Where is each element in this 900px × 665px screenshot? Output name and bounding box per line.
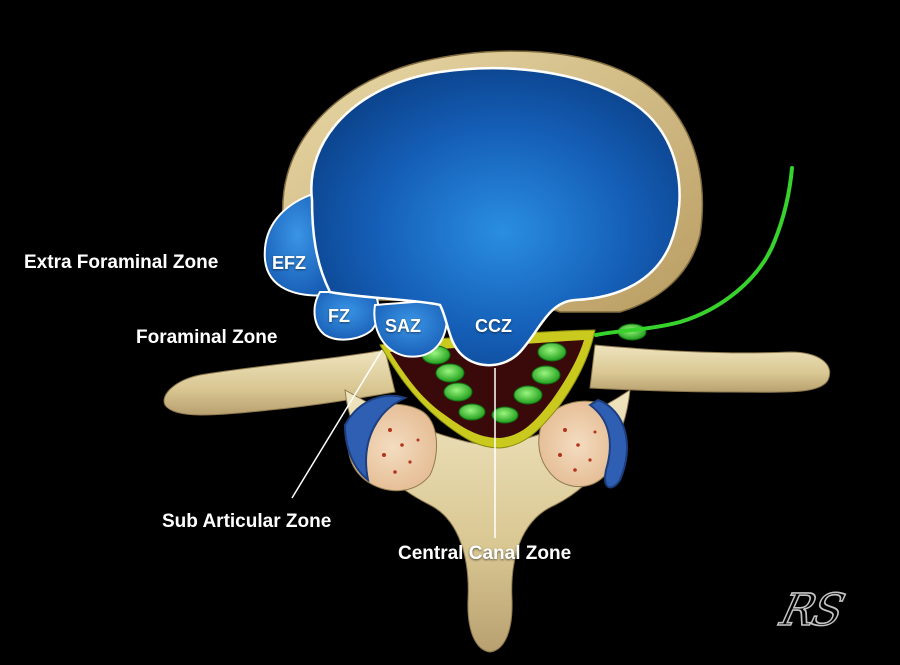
extra-foraminal-zone-label: Extra Foraminal Zone <box>24 252 218 274</box>
ccz-label: CCZ <box>475 316 512 337</box>
saz-label: SAZ <box>385 316 421 337</box>
central-canal-zone-label: Central Canal Zone <box>398 543 571 565</box>
efz-label: EFZ <box>272 253 306 274</box>
sub-articular-zone-label: Sub Articular Zone <box>162 511 331 533</box>
foraminal-zone-label: Foraminal Zone <box>136 327 277 349</box>
signature-watermark: RS <box>776 585 848 636</box>
fz-label: FZ <box>328 306 350 327</box>
